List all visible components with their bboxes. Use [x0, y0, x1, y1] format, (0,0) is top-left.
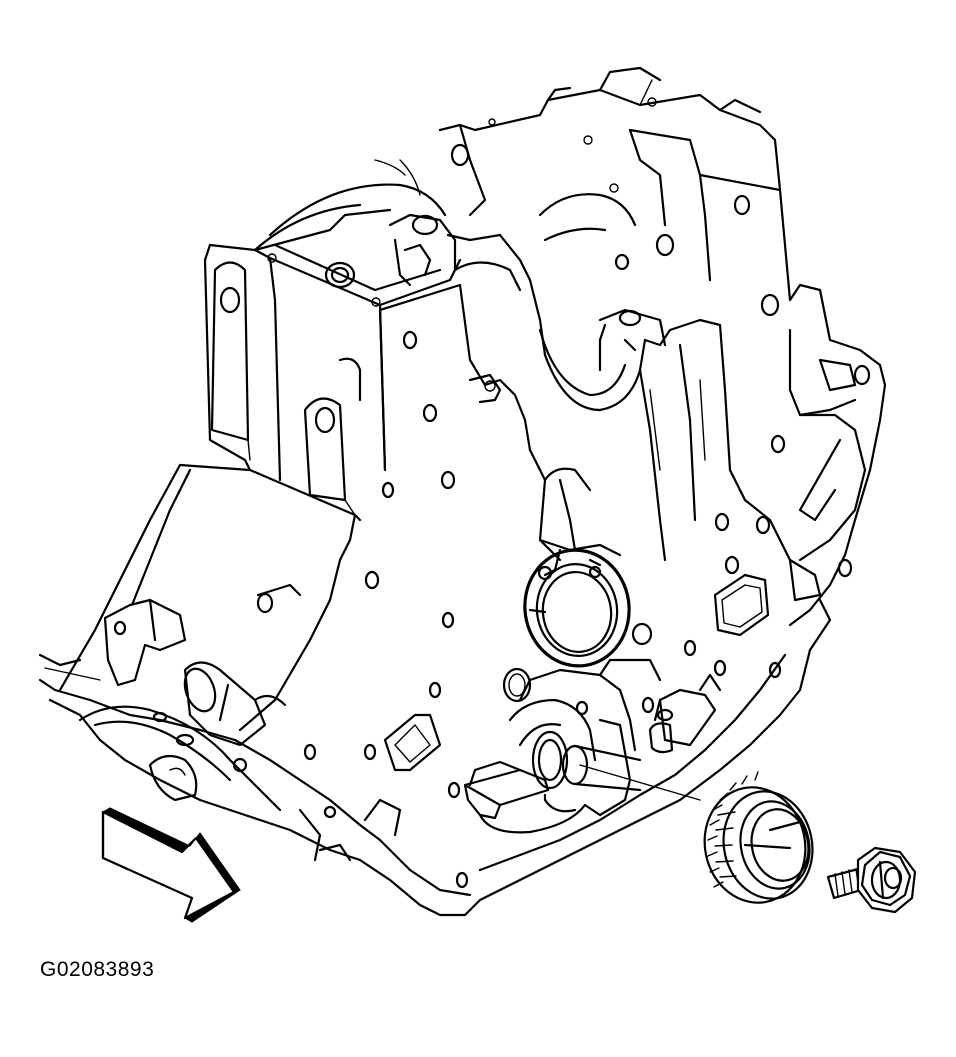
crankshaft-bolt [826, 846, 917, 914]
crankshaft-sprocket [703, 771, 814, 904]
left-mounting-tab [103, 598, 187, 687]
camshaft-seal-bore [502, 548, 631, 703]
crankshaft-nose [463, 658, 701, 834]
deck-bolt-holes [450, 97, 780, 317]
front-face-holes [303, 330, 786, 889]
lower-bearing-cap-right [648, 673, 722, 754]
block-upper-deck [438, 66, 792, 302]
cylinder-bore-right [538, 193, 637, 242]
cylinder-bore-left [253, 159, 447, 252]
front-cover-pad [713, 573, 770, 637]
block-bottom-edge [233, 598, 832, 917]
block-right-flange [743, 283, 887, 627]
balance-shaft-stub [183, 583, 302, 747]
figure-id-label: G02083893 [40, 958, 155, 981]
block-left-side [203, 208, 462, 516]
front-direction-arrow [101, 807, 241, 923]
block-front-face [378, 258, 747, 562]
lower-diamond-recess [383, 713, 442, 772]
center-cylinder-boss [388, 213, 522, 292]
block-lower-left [38, 463, 362, 862]
